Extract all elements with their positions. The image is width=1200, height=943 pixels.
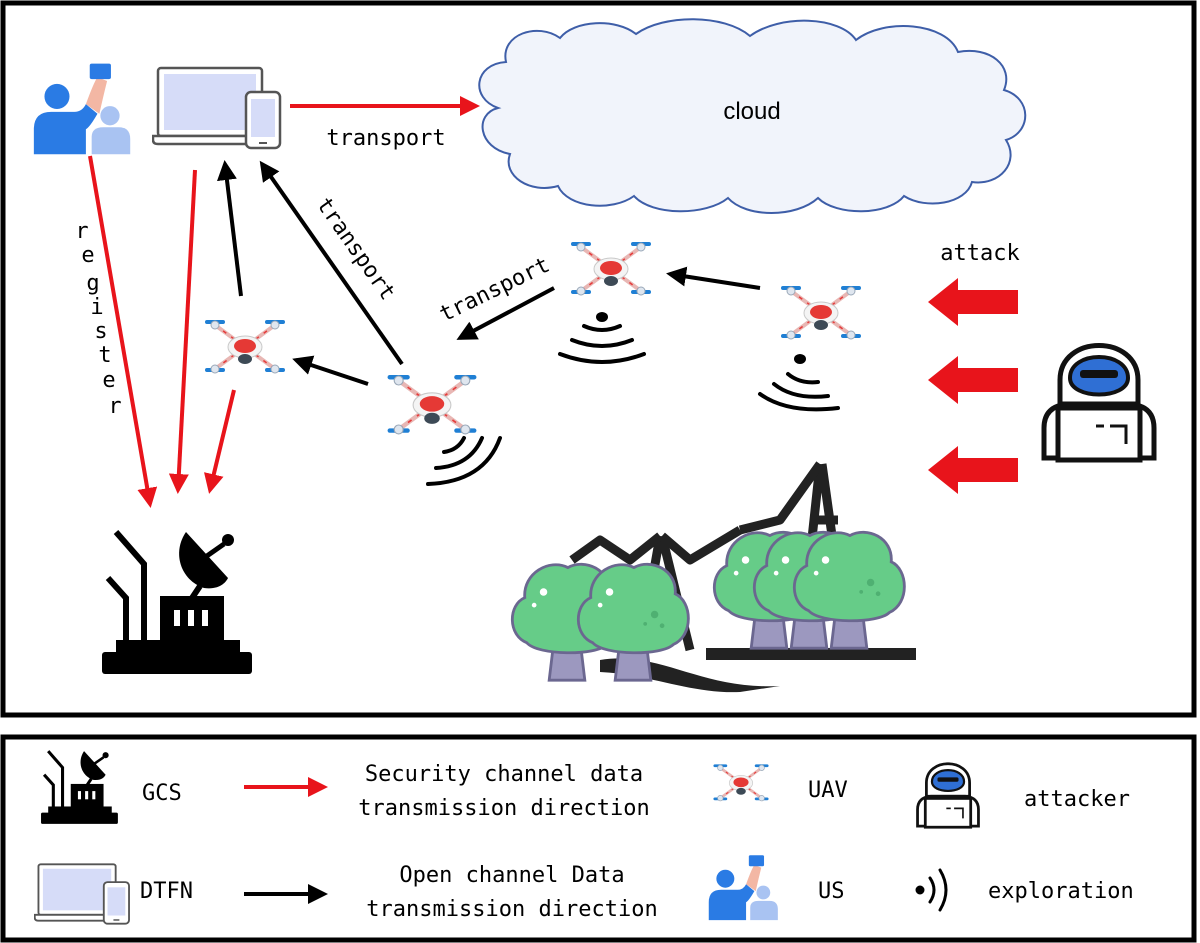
uav2-to-dtfn-arrow <box>259 160 404 366</box>
svg-text:s: s <box>94 319 107 344</box>
dtfn-to-gcs-arrow <box>168 169 197 494</box>
register-label: r e g i s t e r <box>75 219 121 419</box>
legend-dtfn-icon <box>34 863 130 925</box>
legend-panel-frame <box>0 734 1197 943</box>
dtfn-device-icon <box>152 66 282 150</box>
signal-wave-uav4 <box>758 354 840 412</box>
svg-text:i: i <box>90 295 103 320</box>
attack-arrows <box>928 278 1018 494</box>
legend-open-line1: Open channel Data <box>399 863 624 888</box>
svg-text:t: t <box>98 343 111 368</box>
svg-text:e: e <box>81 243 94 268</box>
legend-exploration-icon <box>915 868 948 912</box>
legend-uav-label: UAV <box>808 778 848 803</box>
legend-security-line2: transmission direction <box>358 796 649 821</box>
uav2-to-uav1-arrow <box>292 355 369 386</box>
signal-wave-uav2 <box>426 436 502 486</box>
legend-gcs-label: GCS <box>142 781 182 806</box>
road-right <box>706 648 916 660</box>
svg-text:g: g <box>86 271 99 296</box>
attack-label: attack <box>940 241 1019 266</box>
uav1-to-dtfn-arrow <box>216 160 243 297</box>
legend-dtfn-label: DTFN <box>140 879 193 904</box>
legend-exploration-label: exploration <box>988 879 1134 904</box>
uav4-to-uav3-arrow <box>666 266 761 290</box>
svg-text:r: r <box>75 219 88 244</box>
svg-text:e: e <box>102 368 115 393</box>
cloud-label: cloud <box>723 98 780 125</box>
uav3-to-uav2-arrow <box>456 286 555 340</box>
svg-text:r: r <box>108 394 121 419</box>
legend-open-line2: transmission direction <box>366 897 657 922</box>
transport-top-label: transport <box>326 126 445 151</box>
uav-to-gcs-arrow <box>204 389 236 494</box>
register-arrow <box>88 155 158 508</box>
signal-wave-uav3 <box>558 312 646 364</box>
cloud-icon: cloud <box>478 18 1027 214</box>
legend-us-label: US <box>818 879 845 904</box>
legend-attacker-label: attacker <box>1024 787 1130 812</box>
legend-security-line1: Security channel data <box>365 762 643 787</box>
